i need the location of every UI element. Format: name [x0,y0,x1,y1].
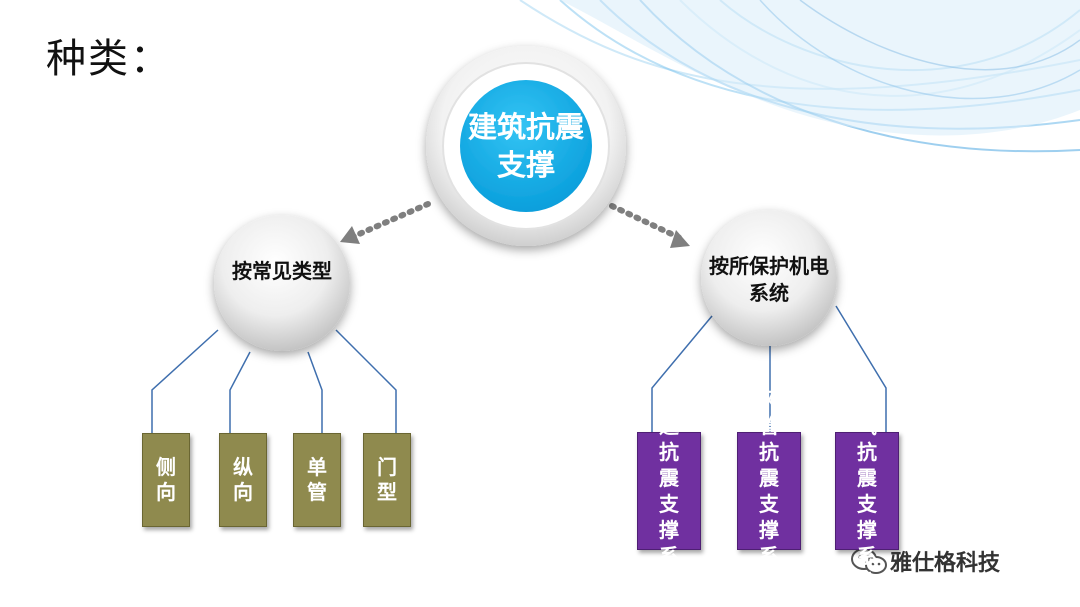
right-node [701,210,837,346]
category-box-lateral: 侧向 [142,433,190,527]
category-label: 侧向 [156,455,176,504]
system-label: 风管抗震支撑系统 [759,388,779,594]
category-box-longitudinal: 纵向 [219,433,267,527]
right-node-label: 按所保护机电系统 [709,254,829,305]
right-connectors [651,305,887,432]
arrowhead-right [670,230,690,248]
arrow-to-left-node [347,201,431,241]
watermark: 雅仕格科技 [848,544,1000,578]
system-box-duct: 风管抗震支撑系统 [737,388,801,594]
system-box-electrical: 电气抗震支撑系统 [835,388,899,594]
wechat-icon [851,548,887,574]
category-label: 门型 [377,455,397,504]
center-node-label: 建筑抗震支撑 [467,110,584,182]
category-label: 纵向 [233,455,253,504]
system-label: 电气抗震支撑系统 [857,388,877,594]
category-box-gate-type: 门型 [363,433,411,527]
wave-fill [560,0,1080,136]
center-node [426,46,626,246]
arrowhead-left [340,226,360,244]
category-label: 单管 [307,455,327,504]
slide-title: 种类： [46,36,172,82]
category-box-single-pipe: 单管 [293,433,341,527]
system-box-pipe: 管道抗震支撑系统 [637,388,701,594]
system-label: 管道抗震支撑系统 [659,388,679,594]
watermark-text: 雅仕格科技 [890,551,1001,576]
arrow-to-right-node [609,203,683,241]
left-node-label: 按常见类型 [232,259,332,283]
left-connectors [151,329,397,433]
left-node [214,215,350,351]
